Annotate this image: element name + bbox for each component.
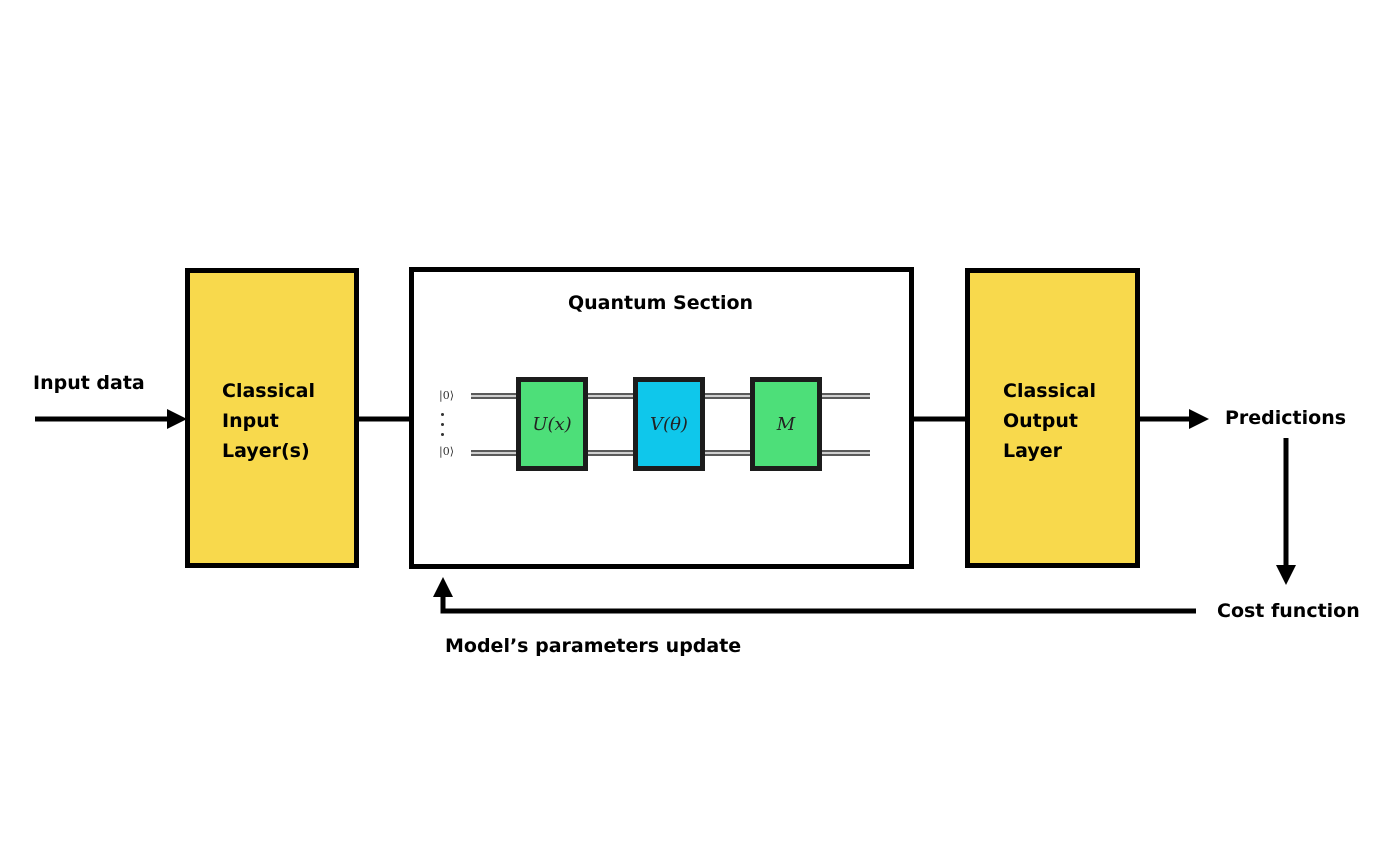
quantum-section-title: Quantum Section xyxy=(568,292,754,314)
input-layer-line-1: Classical xyxy=(222,380,316,402)
encoding-gate-u: U(x) xyxy=(516,377,588,471)
output-layer-line-1: Classical xyxy=(1003,380,1097,402)
classical-input-layer: Classical Input Layer(s) xyxy=(185,268,359,568)
predictions-label: Predictions xyxy=(1225,407,1347,429)
classical-output-layer-text: Classical Output Layer xyxy=(1003,376,1096,466)
qubit-label-bottom: |0⟩ xyxy=(439,445,454,458)
ellipsis-dot xyxy=(441,423,444,426)
input-data-label: Input data xyxy=(33,372,145,394)
output-layer-line-2: Output xyxy=(1003,410,1078,432)
classical-output-layer: Classical Output Layer xyxy=(965,268,1140,568)
params-update-label: Model’s parameters update xyxy=(445,635,742,657)
input-layer-line-3: Layer(s) xyxy=(222,440,310,462)
variational-gate-v: V(θ) xyxy=(633,377,705,471)
input-layer-line-2: Input xyxy=(222,410,279,432)
classical-input-layer-text: Classical Input Layer(s) xyxy=(222,376,315,466)
measurement-gate-m: M xyxy=(750,377,822,471)
output-layer-line-3: Layer xyxy=(1003,440,1062,462)
cost-function-label: Cost function xyxy=(1217,600,1360,622)
feedback-line xyxy=(433,577,1196,614)
ellipsis-dot xyxy=(441,433,444,436)
qubit-label-top: |0⟩ xyxy=(439,389,454,402)
ellipsis-dot xyxy=(441,413,444,416)
